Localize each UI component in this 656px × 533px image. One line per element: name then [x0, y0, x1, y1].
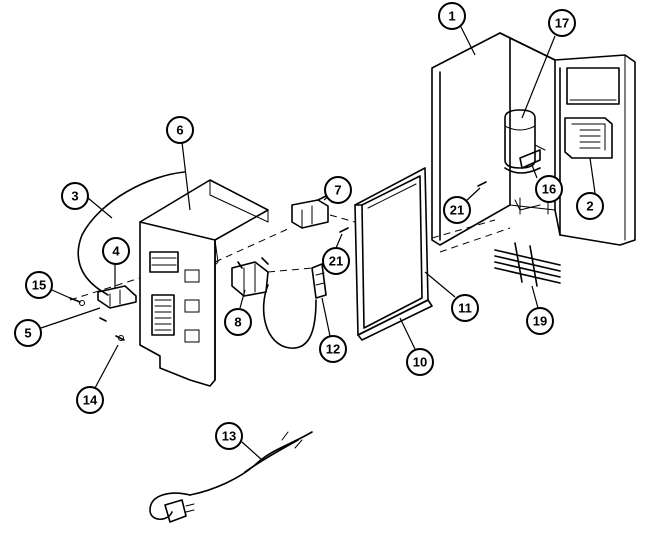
screw-21a-part	[339, 227, 349, 233]
callout-19: 19	[526, 285, 554, 335]
svg-text:1: 1	[448, 9, 455, 24]
power-cord-part	[149, 431, 313, 523]
svg-text:19: 19	[533, 314, 547, 329]
callout-5: 5	[14, 307, 101, 347]
svg-text:13: 13	[222, 429, 236, 444]
svg-text:8: 8	[234, 315, 241, 330]
bracket-part	[97, 285, 137, 309]
screw-14-part	[115, 335, 125, 341]
callout-2: 2	[576, 157, 604, 220]
terminal-box-part	[564, 117, 613, 159]
switch-part	[231, 257, 269, 297]
callout-17: 17	[521, 9, 576, 119]
relay-part	[291, 195, 333, 229]
svg-text:5: 5	[24, 326, 31, 341]
callout-8: 8	[224, 289, 252, 336]
svg-text:3: 3	[71, 189, 78, 204]
svg-text:11: 11	[458, 301, 472, 316]
svg-text:15: 15	[32, 278, 46, 293]
callout-15: 15	[25, 271, 71, 299]
wire-harness-part	[494, 242, 561, 287]
wire-loop-part	[77, 171, 186, 296]
callout-21b: 21	[443, 187, 481, 224]
callout-10: 10	[399, 317, 434, 376]
screw-21b-part	[477, 181, 487, 187]
svg-text:17: 17	[555, 16, 569, 31]
callout-3: 3	[61, 182, 113, 219]
callout-13: 13	[215, 422, 263, 461]
callout-6: 6	[166, 116, 194, 211]
assembly-dashed-lines	[69, 214, 511, 301]
svg-text:2: 2	[586, 199, 593, 214]
svg-text:10: 10	[413, 355, 427, 370]
svg-text:12: 12	[326, 342, 340, 357]
callout-14: 14	[76, 344, 119, 414]
mount-bracket-part	[519, 149, 541, 169]
svg-text:16: 16	[542, 182, 556, 197]
svg-text:21: 21	[329, 254, 343, 269]
sensor-part	[262, 263, 327, 349]
svg-text:21: 21	[450, 203, 464, 218]
callout-16: 16	[531, 164, 563, 203]
svg-text:14: 14	[83, 393, 98, 408]
panel-part	[354, 167, 433, 341]
control-box-part	[139, 179, 269, 387]
callout-21a: 21	[322, 233, 350, 275]
screw-15-part	[69, 297, 107, 322]
callout-4: 4	[102, 237, 130, 288]
svg-text:4: 4	[112, 244, 120, 259]
svg-text:6: 6	[176, 123, 183, 138]
callout-12: 12	[319, 297, 347, 363]
callout-11: 11	[424, 271, 479, 322]
callout-1: 1	[438, 2, 476, 56]
svg-text:7: 7	[334, 183, 341, 198]
callout-7: 7	[323, 176, 352, 204]
compressor-part	[504, 109, 546, 174]
